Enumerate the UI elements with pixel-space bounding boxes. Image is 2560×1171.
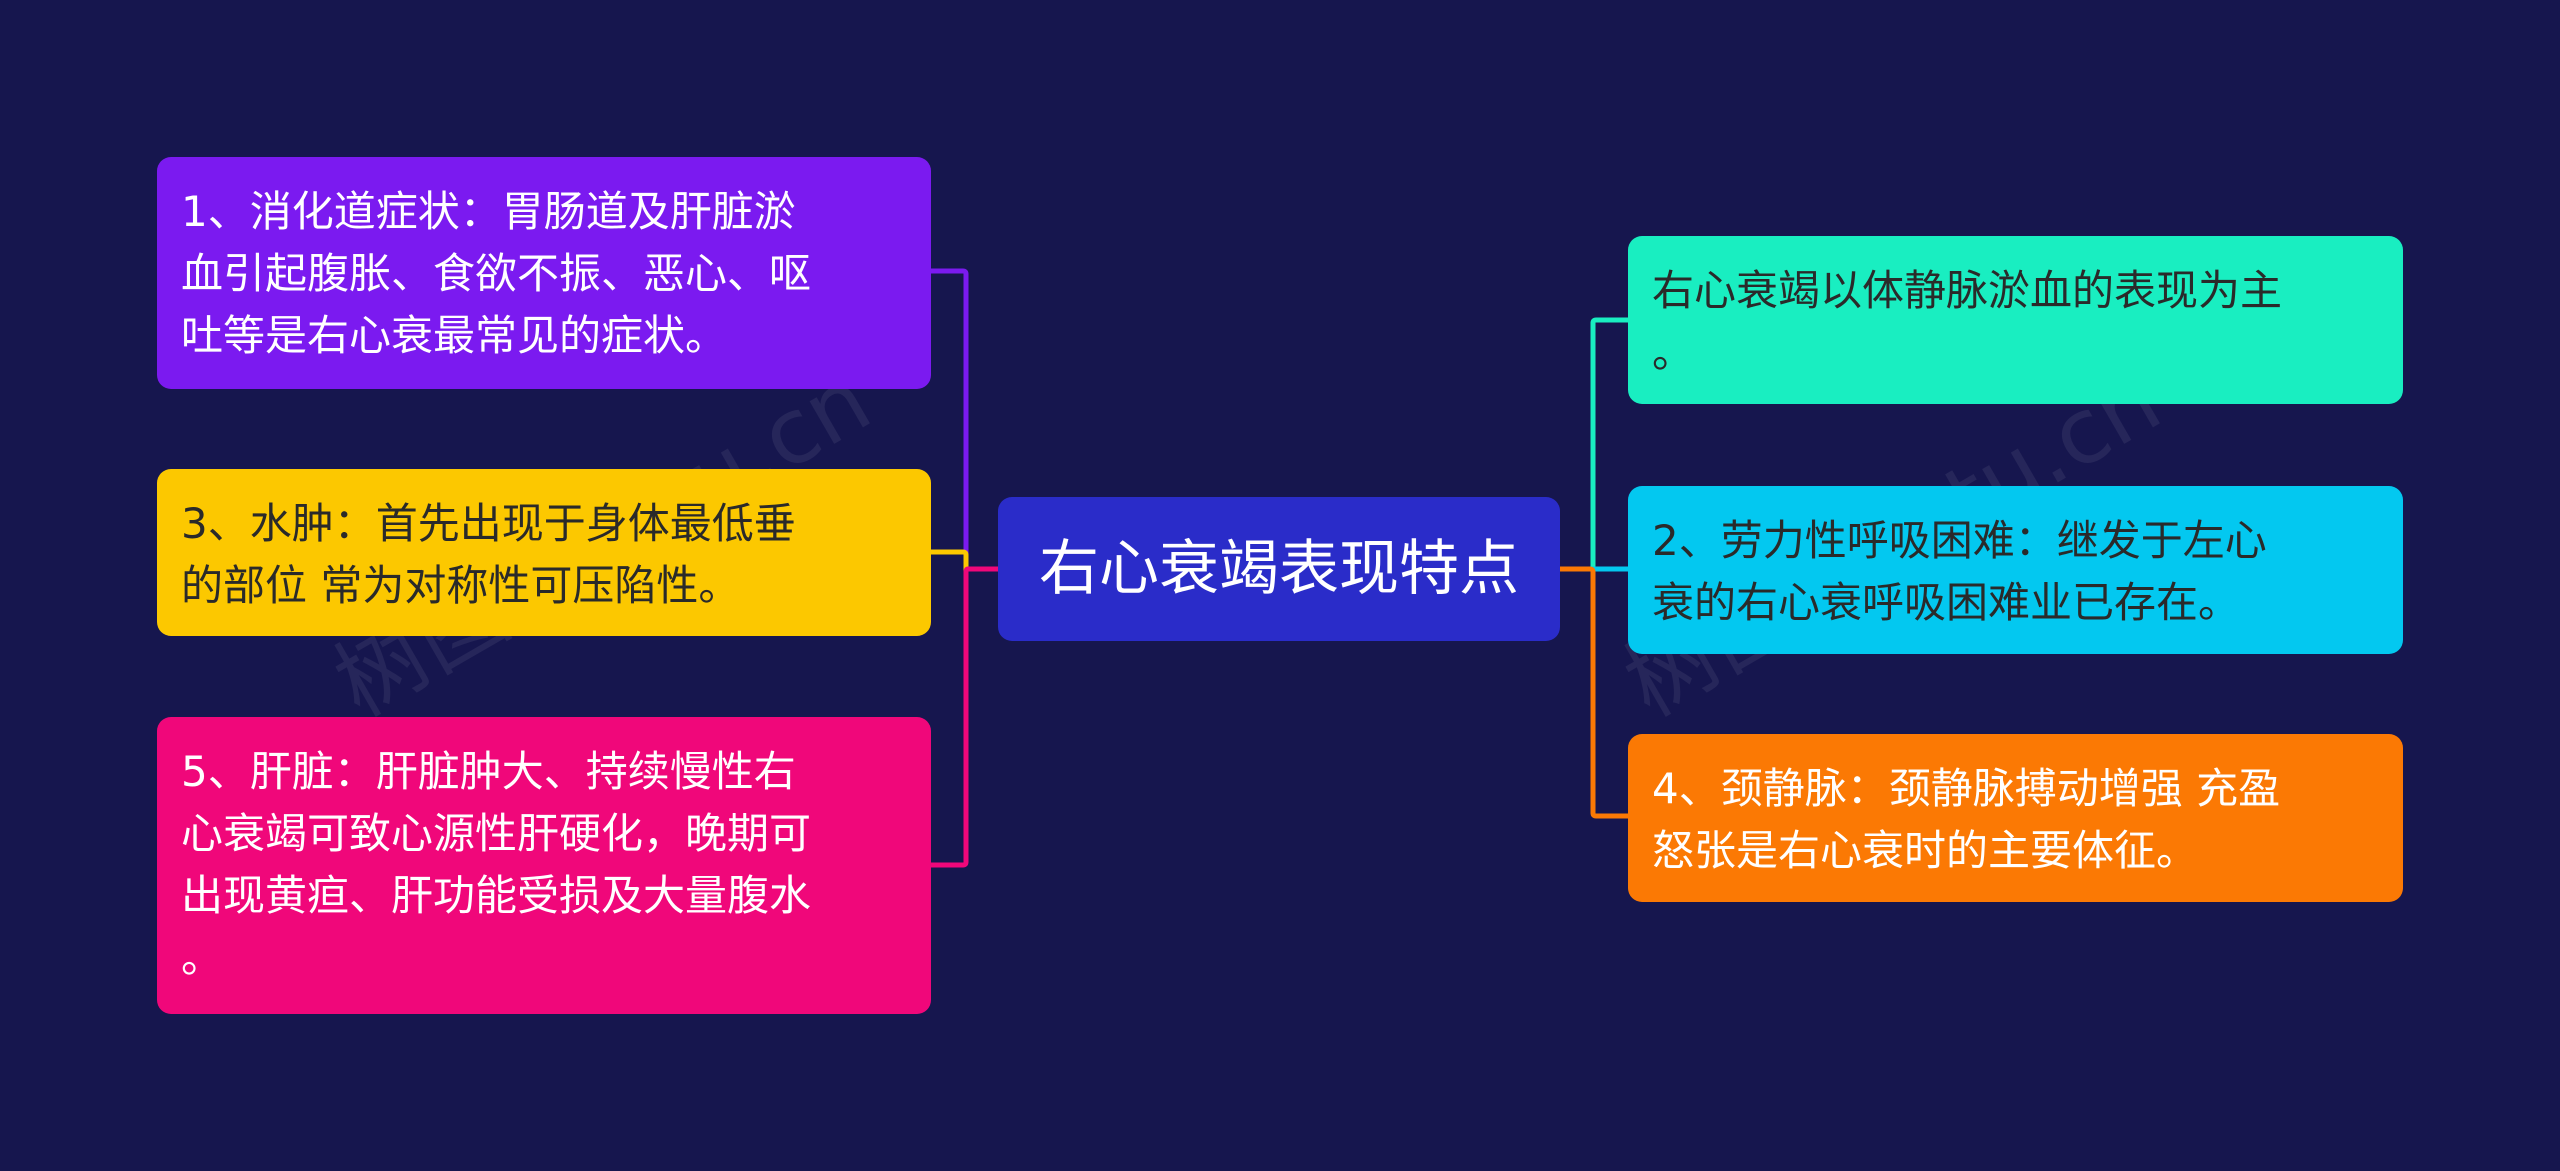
left-node-3[interactable]: 5、肝脏：肝脏肿大、持续慢性右 心衰竭可致心源性肝硬化，晚期可 出现黄疸、肝功能…	[157, 717, 931, 1014]
connector-left-2	[931, 549, 998, 572]
connector-left-3	[931, 566, 998, 868]
right-node-2[interactable]: 2、劳力性呼吸困难：继发于左心 衰的右心衰呼吸困难业已存在。	[1628, 486, 2403, 654]
left-node-2[interactable]: 3、水肿：首先出现于身体最低垂 的部位 常为对称性可压陷性。	[157, 469, 931, 636]
connector-right-1	[1560, 317, 1628, 572]
left-node-1[interactable]: 1、消化道症状：胃肠道及肝脏淤 血引起腹胀、食欲不振、恶心、呕 吐等是右心衰最常…	[157, 157, 931, 389]
right-node-1[interactable]: 右心衰竭以体静脉淤血的表现为主 。	[1628, 236, 2403, 404]
connector-left-1	[931, 268, 998, 572]
connector-right-3	[1560, 566, 1628, 819]
right-node-3[interactable]: 4、颈静脉：颈静脉搏动增强 充盈 怒张是右心衰时的主要体征。	[1628, 734, 2403, 902]
central-topic[interactable]: 右心衰竭表现特点	[998, 497, 1560, 641]
